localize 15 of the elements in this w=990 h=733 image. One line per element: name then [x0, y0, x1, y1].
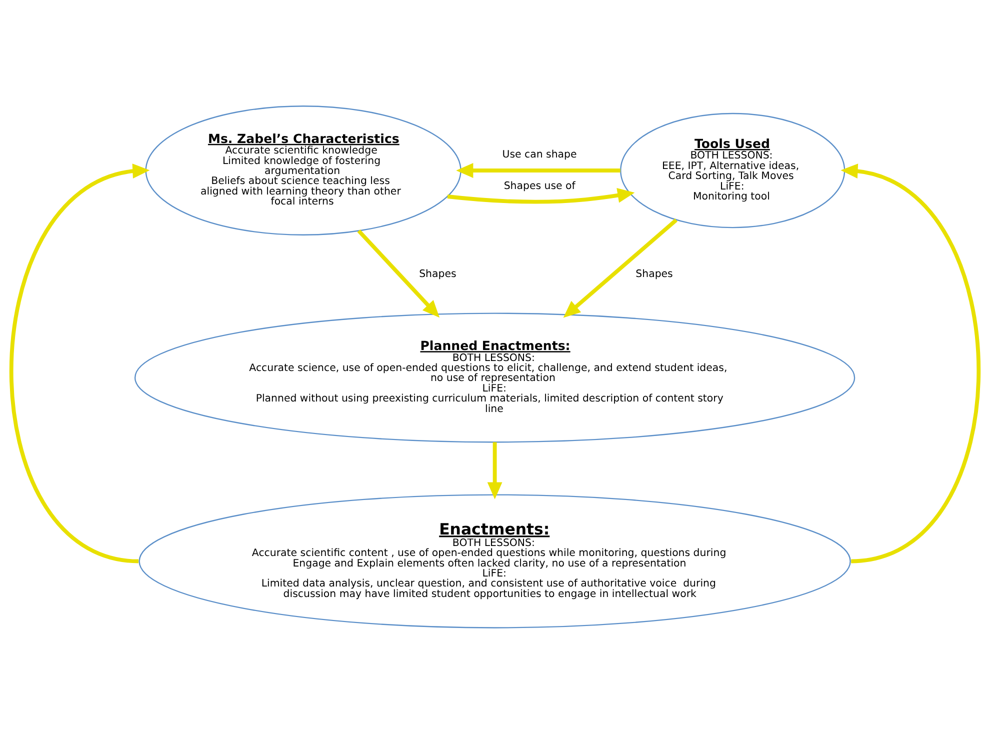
edge-label: Use can shape: [502, 148, 577, 160]
arrow: [357, 228, 440, 318]
node-ellipse: Planned Enactments: BOTH LESSONS: Accurate science, use of open-ended questions to elicit, challenge, and extend student ideas, no use of representation LiFE: Planned without using preexisting curriculum materials, limited description of content story line: [134, 312, 856, 442]
node-ellipse: Enactments: BOTH LESSONS: Accurate scientific content , use of open-ended questions while monitoring, questions during Engage and Explain elements often lacked clarity, no use of a representation LiFE: Limited data analysis, unclear question, and consistent use of authoritative voice during discussion may have limited student opportunities to engage in intellectual work: [138, 494, 851, 628]
arrow: [456, 162, 620, 178]
edge-label: Shapes use of: [504, 180, 576, 192]
arrow: [487, 442, 502, 499]
arrow: [563, 218, 678, 318]
edge-label: Shapes: [636, 268, 673, 280]
node-ellipse: Tools Used BOTH LESSONS: EEE, IPT, Alternative ideas, Card Sorting, Talk Moves LiFE: Monitoring tool: [620, 112, 846, 228]
arrow: [447, 188, 635, 204]
node-ellipse: Ms. Zabel’s Characteristics Accurate scientific knowledge Limited knowledge of fostering argumentation Beliefs about science teaching less aligned with learning theory than other focal interns: [145, 105, 462, 235]
edge-label: Shapes: [419, 268, 456, 280]
arrow: [840, 163, 981, 563]
arrow: [9, 163, 150, 563]
